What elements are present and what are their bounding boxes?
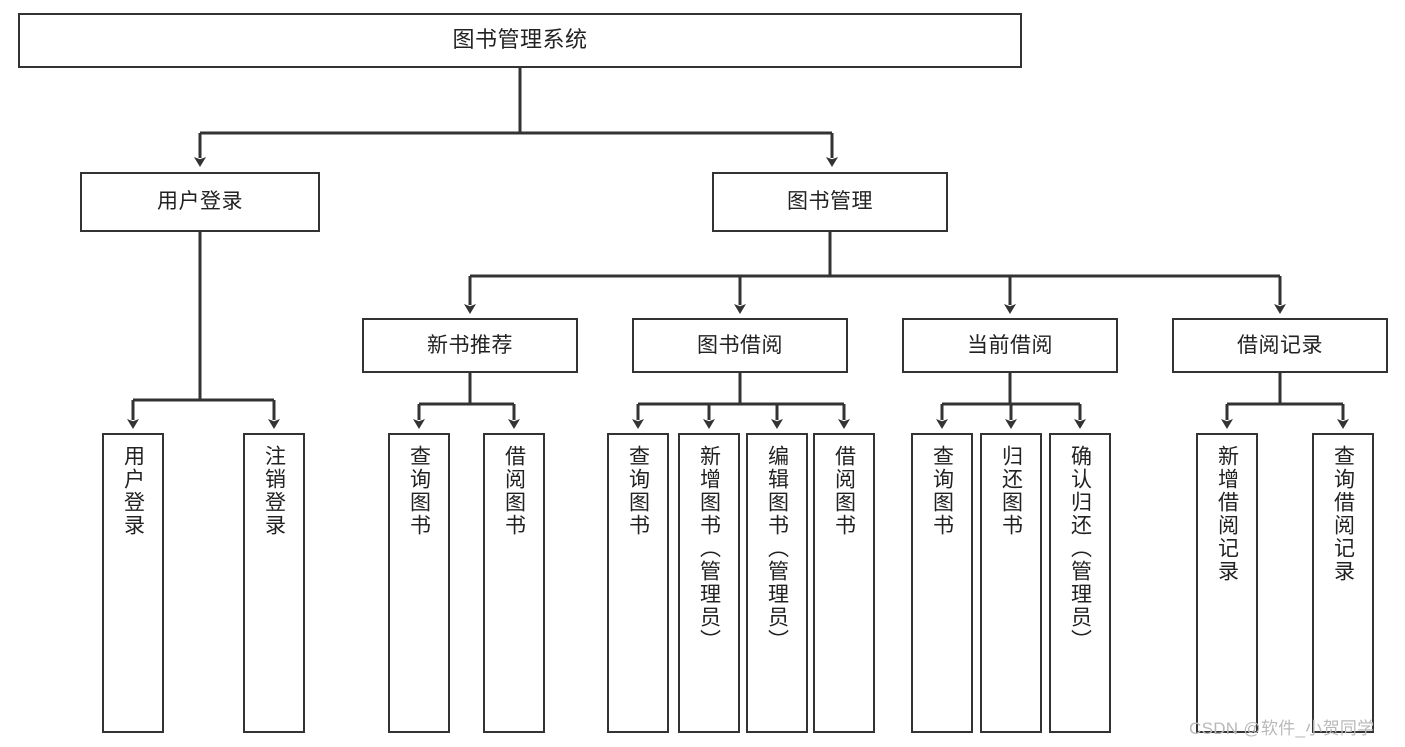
node-leaf-query-book-borrow[interactable]: 查询图书: [607, 433, 669, 733]
node-book-borrow[interactable]: 图书借阅: [632, 318, 848, 373]
node-leaf-edit-book-admin[interactable]: 编辑图书（管理员）: [746, 433, 808, 733]
node-leaf-add-book-admin-label: 新增图书（管理员）: [697, 445, 721, 652]
node-user-login-label: 用户登录: [157, 190, 243, 214]
node-leaf-query-book-new-label: 查询图书: [407, 445, 431, 537]
node-leaf-query-borrow-record[interactable]: 查询借阅记录: [1312, 433, 1374, 733]
node-current-borrow[interactable]: 当前借阅: [902, 318, 1118, 373]
csdn-watermark: CSDN @软件_小贺同学: [1189, 719, 1375, 738]
node-borrow-record-label: 借阅记录: [1237, 333, 1323, 357]
node-leaf-logout[interactable]: 注销登录: [243, 433, 305, 733]
node-root[interactable]: 图书管理系统: [18, 13, 1022, 68]
node-leaf-user-login[interactable]: 用户登录: [102, 433, 164, 733]
node-book-management[interactable]: 图书管理: [712, 172, 948, 232]
node-leaf-query-book-new[interactable]: 查询图书: [388, 433, 450, 733]
node-leaf-user-login-label: 用户登录: [121, 445, 145, 537]
node-leaf-borrow-book-label: 借阅图书: [832, 445, 856, 537]
node-leaf-query-book-current[interactable]: 查询图书: [911, 433, 973, 733]
node-leaf-add-book-admin[interactable]: 新增图书（管理员）: [678, 433, 740, 733]
node-new-book-recommend-label: 新书推荐: [427, 333, 513, 357]
node-leaf-logout-label: 注销登录: [262, 445, 286, 537]
node-new-book-recommend[interactable]: 新书推荐: [362, 318, 578, 373]
node-current-borrow-label: 当前借阅: [967, 333, 1053, 357]
node-leaf-borrow-book-new[interactable]: 借阅图书: [483, 433, 545, 733]
node-borrow-record[interactable]: 借阅记录: [1172, 318, 1388, 373]
node-leaf-add-borrow-record-label: 新增借阅记录: [1215, 445, 1239, 583]
node-leaf-return-book-label: 归还图书: [999, 445, 1023, 537]
node-user-login[interactable]: 用户登录: [80, 172, 320, 232]
node-book-borrow-label: 图书借阅: [697, 333, 783, 357]
node-leaf-borrow-book[interactable]: 借阅图书: [813, 433, 875, 733]
node-root-label: 图书管理系统: [452, 27, 588, 53]
node-leaf-query-book-borrow-label: 查询图书: [626, 445, 650, 537]
node-leaf-query-book-current-label: 查询图书: [930, 445, 954, 537]
node-leaf-return-book[interactable]: 归还图书: [980, 433, 1042, 733]
node-leaf-query-borrow-record-label: 查询借阅记录: [1331, 445, 1355, 583]
node-leaf-confirm-return-admin[interactable]: 确认归还（管理员）: [1049, 433, 1111, 733]
node-leaf-edit-book-admin-label: 编辑图书（管理员）: [765, 445, 789, 652]
node-book-management-label: 图书管理: [787, 190, 873, 214]
node-leaf-add-borrow-record[interactable]: 新增借阅记录: [1196, 433, 1258, 733]
node-leaf-borrow-book-new-label: 借阅图书: [502, 445, 526, 537]
node-leaf-confirm-return-admin-label: 确认归还（管理员）: [1068, 445, 1092, 652]
